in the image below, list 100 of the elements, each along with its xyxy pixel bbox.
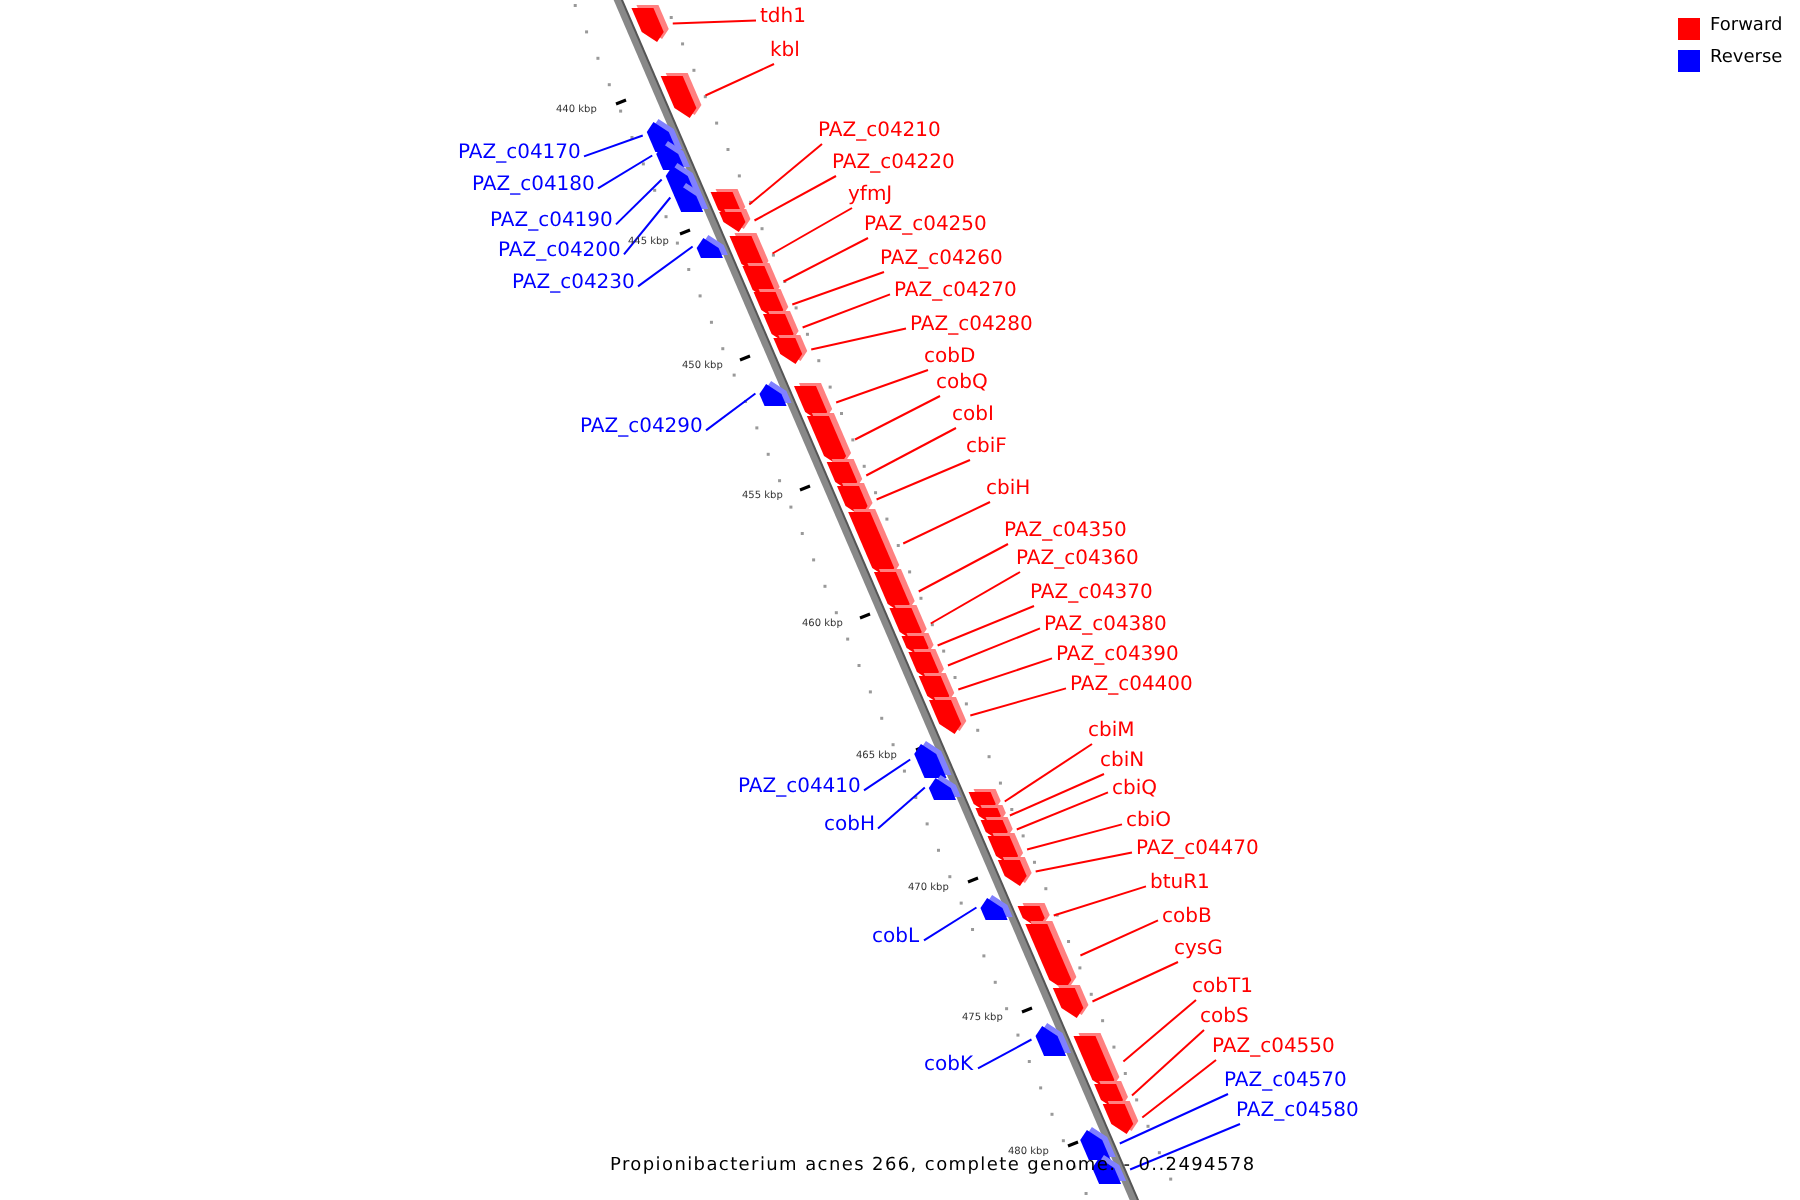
gene-label: cobH bbox=[824, 814, 875, 838]
leader-line bbox=[969, 687, 1067, 717]
gene-label: PAZ_c04390 bbox=[1056, 644, 1179, 668]
leader-line bbox=[1091, 961, 1179, 1003]
legend-label: Reverse bbox=[1710, 48, 1783, 68]
gene-label: cobI bbox=[952, 404, 994, 428]
gene-label: PAZ_c04290 bbox=[580, 416, 703, 440]
leader-line bbox=[1026, 823, 1123, 851]
leader-line bbox=[671, 19, 757, 25]
leader-line bbox=[902, 501, 991, 545]
gene-block bbox=[660, 73, 702, 118]
gene-label: cbiH bbox=[986, 478, 1031, 502]
leader-line bbox=[929, 571, 1021, 625]
leader-line bbox=[977, 1038, 1033, 1070]
leader-line bbox=[782, 237, 869, 283]
gene-label: PAZ_c04170 bbox=[458, 142, 581, 166]
gene-label: PAZ_c04360 bbox=[1016, 548, 1139, 572]
leader-line bbox=[936, 605, 1035, 647]
leader-line bbox=[854, 395, 941, 441]
gene-block bbox=[773, 335, 808, 364]
leader-line bbox=[623, 196, 672, 256]
leader-line bbox=[917, 543, 1009, 593]
leader-line bbox=[1003, 743, 1093, 803]
gene-label: PAZ_c04220 bbox=[832, 152, 955, 176]
leader-line bbox=[1122, 999, 1197, 1063]
gene-label: PAZ_c04260 bbox=[880, 248, 1003, 272]
leader-line bbox=[615, 178, 663, 226]
gene-label: PAZ_c04250 bbox=[864, 214, 987, 238]
leader-line bbox=[1118, 1093, 1229, 1145]
leader-line bbox=[771, 207, 853, 255]
gene-label: cbiO bbox=[1126, 810, 1171, 834]
leader-line bbox=[1015, 791, 1109, 831]
leader-line bbox=[637, 245, 694, 288]
leader-line bbox=[835, 369, 929, 404]
leader-line bbox=[957, 657, 1053, 691]
gene-label: PAZ_c04400 bbox=[1070, 674, 1193, 698]
gene-block bbox=[696, 235, 728, 258]
gene-label: PAZ_c04380 bbox=[1044, 614, 1167, 638]
leader-line bbox=[1034, 851, 1133, 873]
gene-label: cbiF bbox=[966, 436, 1007, 460]
gene-label: cbiM bbox=[1088, 720, 1135, 744]
gene-label: cbiQ bbox=[1112, 778, 1157, 802]
leader-line bbox=[753, 175, 837, 222]
gene-label: PAZ_c04370 bbox=[1030, 582, 1153, 606]
gene-label: PAZ_c04570 bbox=[1224, 1070, 1347, 1094]
gene-block bbox=[1080, 1127, 1116, 1160]
leader-line bbox=[810, 327, 907, 351]
leader-line bbox=[863, 758, 912, 792]
gene-label: cobL bbox=[872, 926, 920, 950]
gene-label: PAZ_c04270 bbox=[894, 280, 1017, 304]
leader-line bbox=[1079, 919, 1159, 957]
leader-line bbox=[875, 459, 971, 501]
gene-block bbox=[997, 857, 1032, 886]
gene-label: tdh1 bbox=[760, 6, 806, 30]
gene-label: cobD bbox=[924, 346, 976, 370]
gene-block bbox=[928, 775, 961, 800]
gene-label: cobB bbox=[1162, 906, 1212, 930]
gene-block bbox=[1102, 1101, 1139, 1134]
gene-block bbox=[759, 381, 792, 406]
gene-label: kbl bbox=[770, 40, 800, 64]
leader-line bbox=[1141, 1059, 1217, 1119]
gene-label: cobT1 bbox=[1192, 976, 1253, 1000]
gene-label: PAZ_c04230 bbox=[512, 272, 635, 296]
gene-block bbox=[1052, 985, 1089, 1018]
gene-block bbox=[719, 209, 751, 232]
gene-label: PAZ_c04200 bbox=[498, 240, 621, 264]
gene-label: PAZ_c04550 bbox=[1212, 1036, 1335, 1060]
leader-line bbox=[705, 392, 757, 432]
leader-line bbox=[1129, 1123, 1241, 1171]
leader-line bbox=[1052, 885, 1147, 917]
gene-block bbox=[631, 5, 669, 42]
leader-line bbox=[583, 134, 644, 158]
gene-label: PAZ_c04210 bbox=[818, 120, 941, 144]
gene-block bbox=[929, 697, 967, 734]
gene-label: PAZ_c04190 bbox=[490, 210, 613, 234]
leader-line bbox=[946, 627, 1041, 667]
leader-line bbox=[791, 271, 885, 306]
gene-label: PAZ_c04280 bbox=[910, 314, 1033, 338]
gene-label: cysG bbox=[1174, 938, 1223, 962]
leader-line bbox=[865, 427, 957, 477]
gene-label: btuR1 bbox=[1150, 872, 1210, 896]
gene-block bbox=[1035, 1023, 1072, 1056]
gene-label: PAZ_c04470 bbox=[1136, 838, 1259, 862]
gene-label: yfmJ bbox=[848, 184, 893, 208]
leader-line bbox=[1008, 773, 1105, 817]
leader-line bbox=[801, 293, 891, 329]
leader-line bbox=[1131, 1029, 1205, 1097]
gene-label: PAZ_c04580 bbox=[1236, 1100, 1359, 1124]
gene-label: cobS bbox=[1200, 1006, 1249, 1030]
leader-line bbox=[704, 63, 775, 97]
leader-line bbox=[877, 786, 926, 830]
legend-label: Forward bbox=[1710, 16, 1783, 36]
gene-label: cobK bbox=[924, 1054, 974, 1078]
gene-block bbox=[656, 141, 691, 170]
leader-line bbox=[597, 154, 654, 190]
gene-label: cbiN bbox=[1100, 750, 1145, 774]
leader-line bbox=[748, 143, 823, 206]
leader-line bbox=[923, 906, 978, 942]
gene-label: PAZ_c04180 bbox=[472, 174, 595, 198]
gene-label: PAZ_c04410 bbox=[738, 776, 861, 800]
